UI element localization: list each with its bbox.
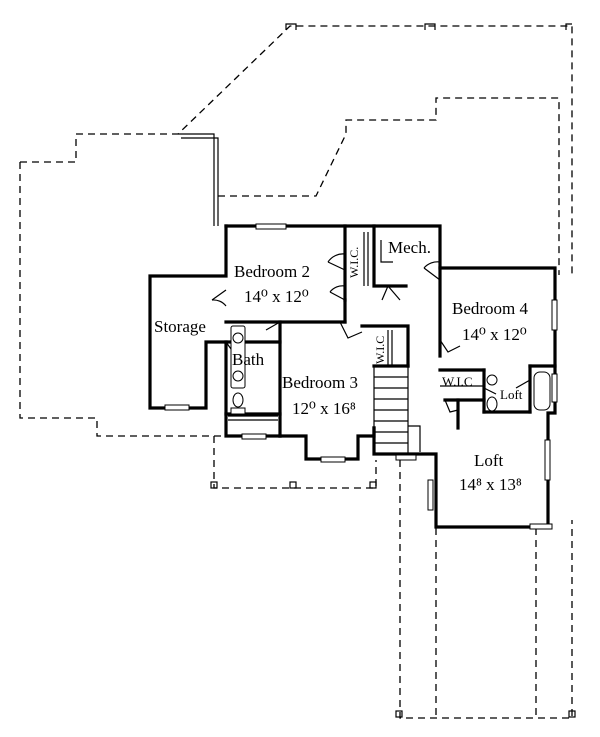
wic1-name: W.I.C. <box>347 247 361 278</box>
storage-name: Storage <box>154 317 206 336</box>
bedroom3-name: Bedroom 3 <box>282 373 358 392</box>
loft-large-dims: 14⁸ x 13⁸ <box>459 475 522 494</box>
bedroom2-name: Bedroom 2 <box>234 262 310 281</box>
mech-name: Mech. <box>388 238 431 257</box>
wic2-name: W.I.C <box>373 336 387 364</box>
windows <box>164 223 558 530</box>
bedroom2-dims: 14⁰ x 12⁰ <box>244 287 309 306</box>
vent-chase <box>178 133 219 226</box>
bedroom4-dims: 14⁰ x 12⁰ <box>462 325 527 344</box>
bedroom4-name: Bedroom 4 <box>452 299 529 318</box>
closet-shelving <box>363 232 484 387</box>
door-swings <box>211 253 531 413</box>
staircase <box>373 365 421 461</box>
roof-outline <box>19 23 576 719</box>
bath-name: Bath <box>232 350 265 369</box>
bath-fixtures <box>228 325 551 421</box>
loft-large-name: Loft <box>474 451 504 470</box>
wic3-name: W.I.C <box>442 374 473 389</box>
bedroom3-dims: 12⁰ x 16⁸ <box>292 399 356 418</box>
loft-small-name: Loft <box>500 387 523 402</box>
